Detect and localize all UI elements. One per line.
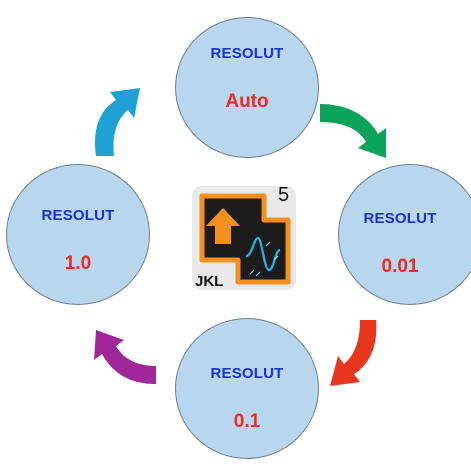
resolution-node-0-1: RESOLUT 0.1 bbox=[175, 318, 319, 459]
logo-graphic bbox=[192, 186, 296, 290]
jkl-logo: 5 JKL bbox=[190, 184, 298, 292]
arrow-right-to-bottom bbox=[330, 320, 377, 386]
node-label: RESOLUT bbox=[41, 207, 115, 224]
node-label: RESOLUT bbox=[363, 210, 437, 227]
node-value: 0.01 bbox=[381, 256, 419, 277]
arrow-left-to-top bbox=[94, 88, 140, 156]
waveform-icon bbox=[245, 236, 281, 277]
node-value: 1.0 bbox=[64, 253, 92, 274]
resolution-node-auto: RESOLUT Auto bbox=[175, 17, 319, 158]
resolution-node-0-01: RESOLUT 0.01 bbox=[338, 164, 471, 305]
node-value: Auto bbox=[225, 91, 269, 112]
up-arrow-icon bbox=[206, 208, 240, 244]
arrow-top-to-right bbox=[320, 104, 386, 158]
node-label: RESOLUT bbox=[210, 45, 284, 62]
arrow-bottom-to-left bbox=[94, 330, 156, 384]
logo-number: 5 bbox=[278, 184, 290, 206]
logo-text: JKL bbox=[195, 273, 224, 290]
node-label: RESOLUT bbox=[210, 365, 284, 382]
node-value: 0.1 bbox=[233, 411, 261, 432]
resolution-node-1-0: RESOLUT 1.0 bbox=[6, 164, 150, 305]
